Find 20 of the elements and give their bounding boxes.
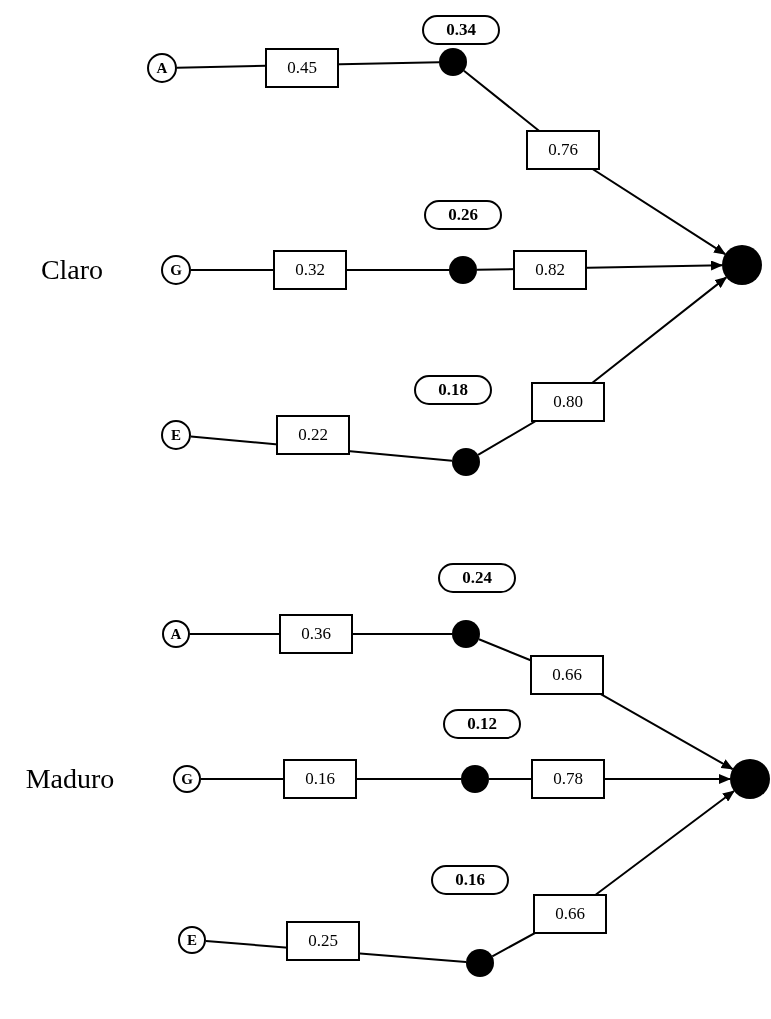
edge-label: 0.36 [279,614,353,654]
edge-label: 0.66 [530,655,604,695]
group-label: Maduro [25,762,115,796]
group-label: Claro [40,253,104,287]
edge-label: 0.78 [531,759,605,799]
edge-label: 0.76 [526,130,600,170]
edge-label: 0.16 [283,759,357,799]
value-pill: 0.24 [438,563,516,593]
edge-label: 0.32 [273,250,347,290]
edge-label: 0.66 [533,894,607,934]
value-pill: 0.34 [422,15,500,45]
edge-label: 0.22 [276,415,350,455]
value-pill: 0.12 [443,709,521,739]
edge-label: 0.25 [286,921,360,961]
value-pill: 0.16 [431,865,509,895]
edge-label: 0.45 [265,48,339,88]
value-pill: 0.18 [414,375,492,405]
edge-label: 0.80 [531,382,605,422]
edge-label: 0.82 [513,250,587,290]
value-pill: 0.26 [424,200,502,230]
